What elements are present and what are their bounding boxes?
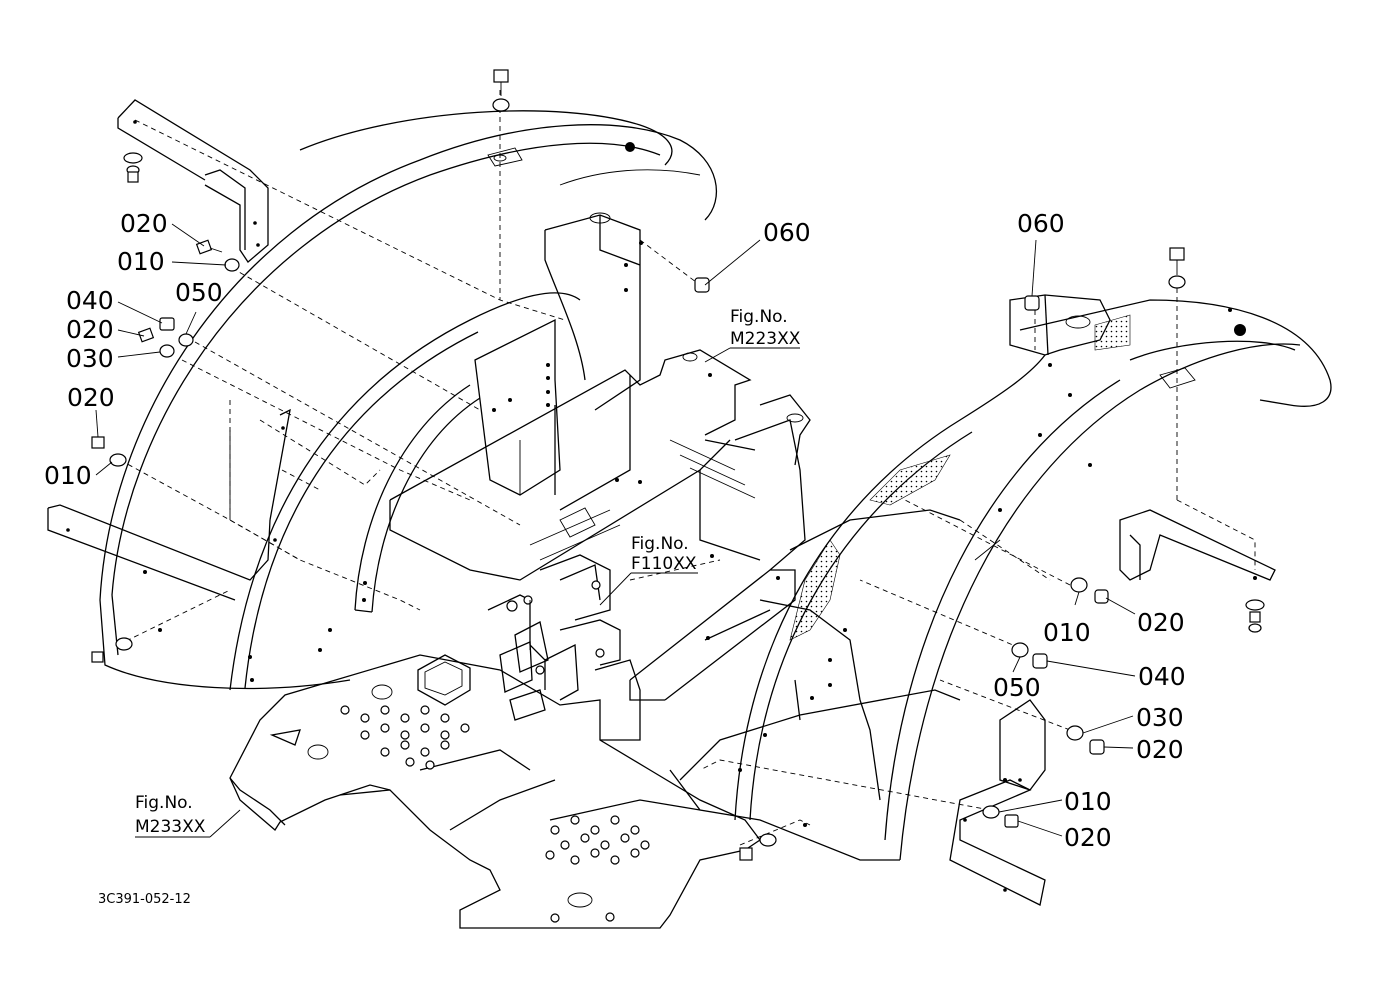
right-assembly-lines — [699, 288, 1256, 846]
right-lower-stay — [949, 699, 1046, 906]
left-fender — [99, 110, 718, 691]
left-upper-stay — [117, 99, 269, 263]
callout-010: 010 — [1064, 787, 1112, 816]
figref-m233-title: Fig.No. — [135, 793, 193, 813]
callout-020: 020 — [67, 383, 115, 412]
floor-step — [229, 654, 761, 929]
callout-010: 010 — [44, 461, 92, 490]
figref-f110-title: Fig.No. — [631, 534, 689, 554]
callout-020: 020 — [66, 315, 114, 344]
callout-060: 060 — [763, 218, 811, 247]
callout-010: 010 — [117, 247, 165, 276]
callout-020: 020 — [1137, 608, 1185, 637]
right-hardware — [739, 247, 1186, 861]
callout-010: 010 — [1043, 618, 1091, 647]
center-frame — [389, 349, 811, 581]
figref-m223-title: Fig.No. — [730, 307, 788, 327]
callout-050: 050 — [175, 278, 223, 307]
callout-020: 020 — [120, 209, 168, 238]
left-assembly-lines — [117, 90, 701, 646]
callout-030: 030 — [66, 344, 114, 373]
leader-lines — [95, 223, 1136, 838]
center-assembly-lines — [529, 559, 721, 650]
control-bracket — [487, 554, 641, 741]
right-rear-stay — [1119, 509, 1276, 633]
callouts-right: 060 010 020 050 040 030 020 010 020 — [993, 209, 1186, 852]
left-hardware — [91, 69, 710, 663]
figref-m223-number[interactable]: M223XX — [730, 329, 801, 349]
left-lower-stay — [47, 408, 291, 601]
figure-references: Fig.No. M223XX Fig.No. F110XX Fig.No. M2… — [135, 307, 801, 837]
diagram-code: 3C391-052-12 — [98, 892, 191, 907]
center-support-plate — [629, 569, 796, 701]
callouts-left: 020 010 040 050 020 030 020 010 060 — [44, 209, 811, 490]
callout-020: 020 — [1064, 823, 1112, 852]
callout-060: 060 — [1017, 209, 1065, 238]
figref-m233-number[interactable]: M233XX — [135, 817, 206, 837]
callout-020: 020 — [1136, 735, 1184, 764]
callout-050: 050 — [993, 673, 1041, 702]
callout-040: 040 — [66, 286, 114, 315]
floor-mat-holes — [340, 705, 650, 923]
callout-040: 040 — [1138, 662, 1186, 691]
figref-f110-number[interactable]: F110XX — [631, 554, 697, 574]
callout-030: 030 — [1136, 703, 1184, 732]
